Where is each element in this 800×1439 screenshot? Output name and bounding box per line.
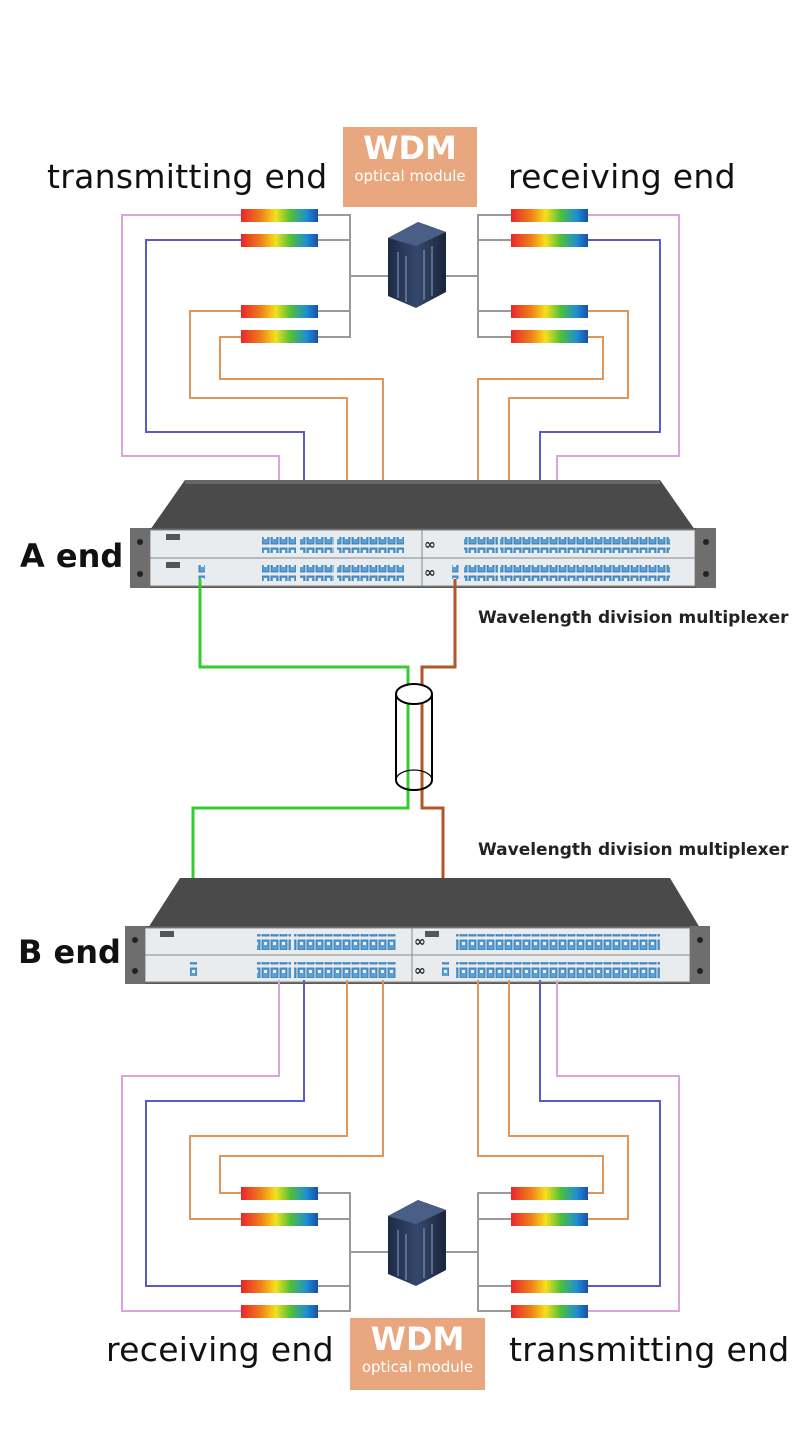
svg-text:∞: ∞ [414,934,426,950]
a-end-label: A end [20,537,124,575]
top-transmitting-end-label: transmitting end [47,157,328,196]
bottom-left-fibers [121,980,384,1312]
transceiver [241,234,318,247]
transceiver [241,1187,318,1200]
transceiver [511,209,588,222]
transceiver [241,330,318,343]
transceiver [511,1213,588,1226]
module-stack-icon [388,222,446,308]
b-end-label: B end [18,933,121,971]
mux-label-b: Wavelength division multiplexer [478,840,789,860]
transceiver [511,234,588,247]
transceiver [241,305,318,318]
transceiver [511,305,588,318]
bottom-right-fibers [477,980,680,1312]
bottom-badge-subtitle: optical module [361,1358,474,1376]
top-module-links [318,214,511,338]
transceiver [241,209,318,222]
trunk-fibers [191,579,457,968]
transceiver [511,1187,588,1200]
top-receiving-end-label: receiving end [508,157,736,196]
transceiver [511,330,588,343]
module-stack-icon [388,1200,446,1286]
bottom-receiving-end-label: receiving end [106,1330,334,1369]
fiber-cable-bundle-icon [395,683,433,791]
transceiver [241,1280,318,1293]
svg-text:∞: ∞ [414,963,426,979]
top-badge-subtitle: optical module [354,167,466,185]
top-badge-title: WDM [363,129,457,167]
svg-text:∞: ∞ [424,565,436,581]
bottom-transmitting-end-label: transmitting end [509,1330,790,1369]
mux-label-a: Wavelength division multiplexer [478,608,789,628]
bottom-transceivers [241,1187,588,1318]
transceiver [241,1213,318,1226]
transceiver [241,1305,318,1318]
transceiver [511,1280,588,1293]
top-wdm-badge: WDM optical module [343,127,477,207]
a-end-rack: ∞ ∞ [130,480,716,588]
bottom-badge-title: WDM [370,1320,465,1358]
svg-text:∞: ∞ [424,537,436,553]
top-tx-transceivers [241,209,318,343]
bottom-wdm-badge: WDM optical module [350,1318,485,1390]
transceiver [511,1305,588,1318]
b-end-rack: ∞ ∞ [125,878,710,984]
bottom-module-links [318,1192,511,1312]
top-rx-transceivers [511,209,588,343]
